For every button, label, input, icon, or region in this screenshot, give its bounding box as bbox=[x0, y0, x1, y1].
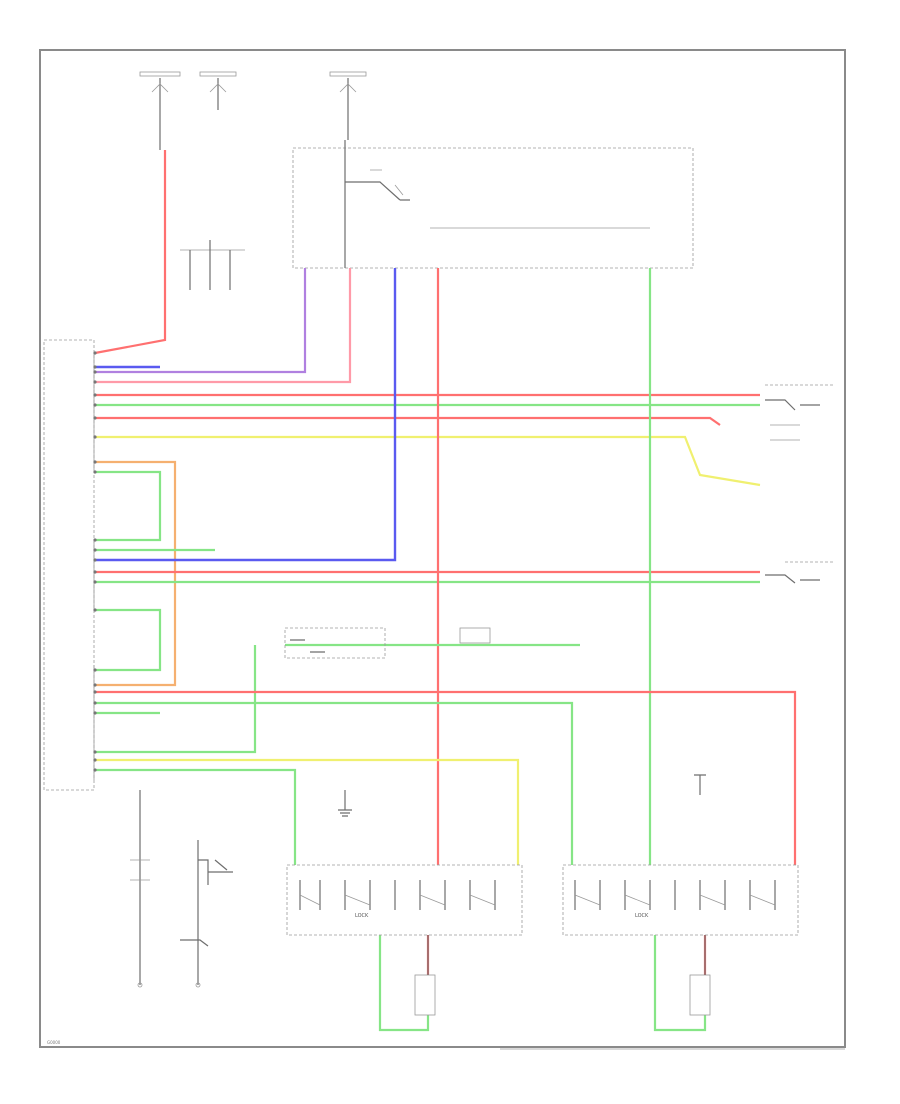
connector-pin bbox=[93, 393, 97, 397]
top-fuse-left bbox=[139, 71, 181, 150]
wire-pink bbox=[95, 268, 352, 384]
key-unlock-switch bbox=[130, 790, 150, 988]
wire-green-4 bbox=[95, 608, 162, 672]
connector-pin bbox=[93, 608, 97, 612]
right-door-lock-assembly: LOCK bbox=[562, 864, 799, 1016]
wire-yellow-2 bbox=[95, 758, 520, 865]
connector-pin bbox=[93, 580, 97, 584]
diagram-border bbox=[39, 49, 846, 1048]
junction-connector bbox=[180, 240, 245, 290]
body-ecu-module bbox=[43, 339, 95, 791]
lock-label-right: LOCK bbox=[635, 913, 649, 919]
connector-pin bbox=[93, 570, 97, 574]
wire-group bbox=[93, 150, 797, 1032]
wire-blue-main bbox=[95, 268, 397, 562]
wire-green-2 bbox=[95, 470, 162, 542]
connector-pin bbox=[93, 758, 97, 762]
footer-mark: G0000 bbox=[47, 1040, 61, 1045]
connector-pin bbox=[93, 351, 97, 355]
door-courtesy-switch bbox=[765, 561, 835, 584]
connector-pin bbox=[93, 683, 97, 687]
lock-label-left: LOCK bbox=[355, 913, 369, 919]
connector-pin bbox=[93, 711, 97, 715]
connector-pin bbox=[93, 538, 97, 542]
connector-pin bbox=[93, 548, 97, 552]
connector-pin bbox=[93, 701, 97, 705]
door-key-switch bbox=[180, 840, 233, 988]
connector-pin bbox=[93, 460, 97, 464]
integration-relay-box bbox=[292, 140, 694, 269]
connector-pin bbox=[93, 403, 97, 407]
connector-pin bbox=[93, 435, 97, 439]
connector-pin bbox=[93, 768, 97, 772]
wire-green-right-motor bbox=[653, 935, 707, 1032]
wire-yellow bbox=[95, 435, 761, 487]
wire-red-bus-2 bbox=[95, 416, 721, 426]
left-door-lock-assembly: LOCK bbox=[286, 864, 523, 1016]
top-fuse-middle bbox=[199, 71, 237, 110]
connector-pin bbox=[93, 668, 97, 672]
connector-pin bbox=[93, 750, 97, 754]
unlock-warning-switch bbox=[765, 384, 835, 441]
connector-pin bbox=[93, 380, 97, 384]
connector-pin bbox=[93, 416, 97, 420]
ground-symbol bbox=[338, 790, 352, 817]
connector-pin bbox=[93, 690, 97, 694]
top-fuse-right bbox=[329, 71, 367, 140]
connector-pin bbox=[93, 558, 97, 562]
wire-green-long bbox=[95, 701, 574, 865]
antenna-symbol bbox=[694, 774, 706, 795]
connector-pin bbox=[93, 470, 97, 474]
wire-purple bbox=[95, 268, 307, 374]
front-door-lock-relay bbox=[284, 627, 491, 659]
wire-green-6 bbox=[95, 768, 297, 865]
wire-green-left-motor bbox=[378, 935, 430, 1032]
wire-green-relay bbox=[95, 645, 257, 754]
connector-pin bbox=[93, 365, 97, 369]
connector-pin bbox=[93, 370, 97, 374]
wire-orange bbox=[95, 460, 177, 687]
wire-red-long bbox=[95, 690, 797, 865]
wire-red-vertical-left bbox=[94, 150, 167, 355]
